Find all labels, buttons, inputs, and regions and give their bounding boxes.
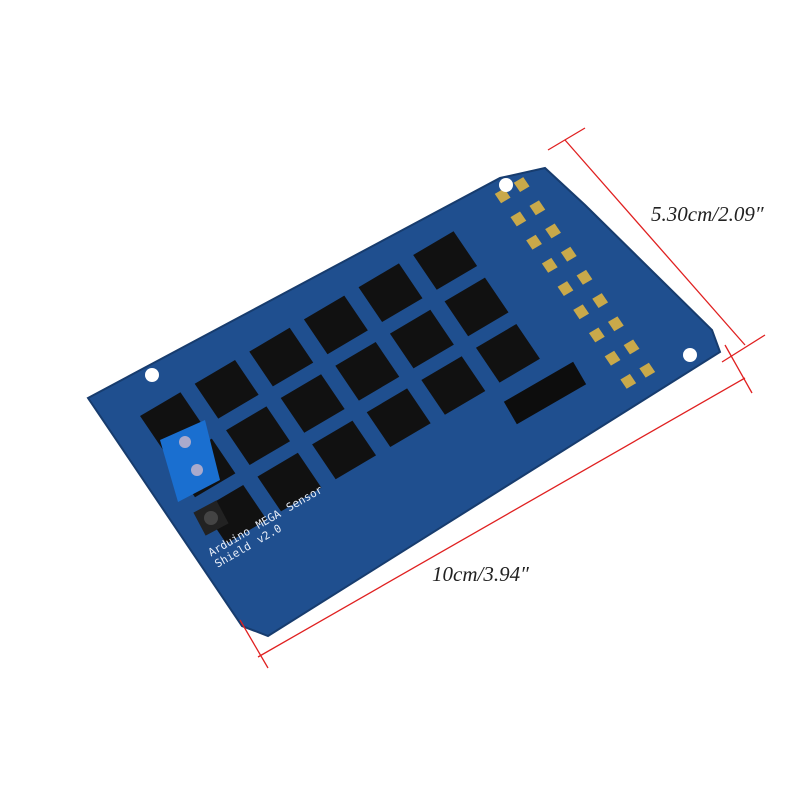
pin-pad	[607, 316, 624, 332]
pin-pad	[576, 269, 593, 285]
pin-pad	[573, 304, 590, 320]
pin-pad	[545, 223, 561, 239]
servo-header-block	[226, 406, 290, 466]
pin-pad	[510, 211, 527, 227]
servo-header-block	[257, 452, 322, 512]
pin-pad	[639, 362, 656, 378]
pin-pad	[588, 327, 605, 343]
servo-header-block	[389, 309, 454, 369]
pin-pad	[529, 200, 546, 216]
servo-header-block	[202, 484, 267, 544]
pin-pad	[592, 293, 609, 308]
mount-hole	[145, 368, 159, 382]
pin-pad	[526, 234, 542, 250]
servo-header-block	[249, 327, 314, 387]
terminal-block	[160, 420, 220, 502]
pin-pad	[620, 373, 637, 389]
servo-header-block	[444, 277, 509, 337]
servo-header-block	[194, 360, 259, 419]
pin-pad	[513, 177, 530, 192]
pin-pad	[560, 246, 577, 262]
mount-hole	[683, 348, 697, 362]
dimension-lines	[239, 127, 766, 669]
servo-header-block	[366, 388, 431, 447]
servo-header-block	[358, 263, 423, 323]
pin-pad	[623, 339, 640, 355]
reset-button	[193, 500, 229, 536]
mount-hole	[499, 178, 513, 192]
pin-pad	[557, 281, 574, 297]
pin-pad	[494, 188, 511, 204]
servo-header-block	[421, 356, 486, 415]
servo-header-block	[475, 323, 540, 383]
servo-header-block	[303, 295, 368, 355]
pin-pad	[541, 257, 558, 273]
width-dimension-label: 5.30cm/2.09″	[651, 202, 764, 226]
length-dimension-label: 10cm/3.94″	[432, 562, 529, 586]
pin-pad	[604, 350, 621, 366]
servo-header-block	[312, 420, 377, 480]
servo-header-block	[335, 341, 400, 401]
servo-header-block	[413, 231, 478, 290]
servo-header-block	[280, 374, 345, 433]
analog-socket	[503, 361, 587, 425]
